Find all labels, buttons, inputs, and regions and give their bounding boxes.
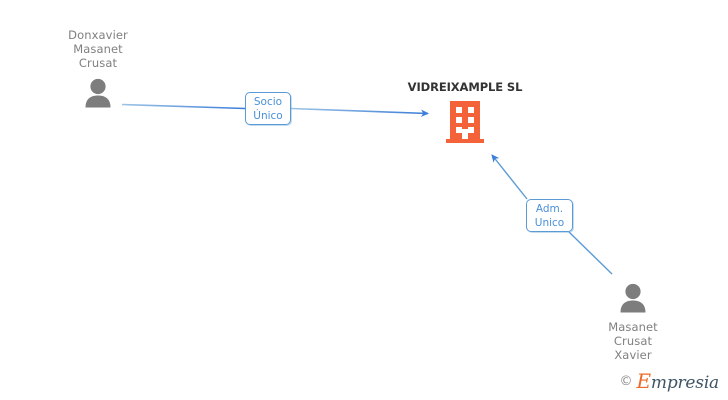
watermark-rest: mpresia: [650, 373, 719, 393]
watermark: © Empresia: [620, 371, 720, 392]
company-name: VIDREIXAMPLE SL: [407, 80, 523, 94]
person-icon: [620, 283, 646, 313]
edge-label-to-company: [290, 107, 429, 117]
person-node-xavier[interactable]: Masanet Crusat Xavier: [568, 281, 698, 362]
building-icon: [446, 101, 484, 143]
person-label-xavier: Masanet Crusat Xavier: [608, 320, 658, 362]
edge-donxavier-to-label: [121, 103, 246, 110]
relation-label-socio-unico[interactable]: Socio Único: [245, 92, 291, 125]
copyright-icon: ©: [619, 374, 633, 389]
company-node[interactable]: VIDREIXAMPLE SL: [398, 80, 532, 145]
relation-label-adm-unico[interactable]: Adm. Unico: [526, 199, 573, 232]
edge-label-to-company-adm: [491, 154, 528, 200]
watermark-initial: E: [636, 369, 652, 393]
watermark-brand: Empresia: [637, 371, 720, 392]
person-icon: [85, 78, 111, 108]
edge-xavier-to-label: [568, 231, 613, 275]
person-label-donxavier: Donxavier Masanet Crusat: [68, 28, 128, 70]
person-node-donxavier[interactable]: Donxavier Masanet Crusat: [33, 28, 163, 110]
